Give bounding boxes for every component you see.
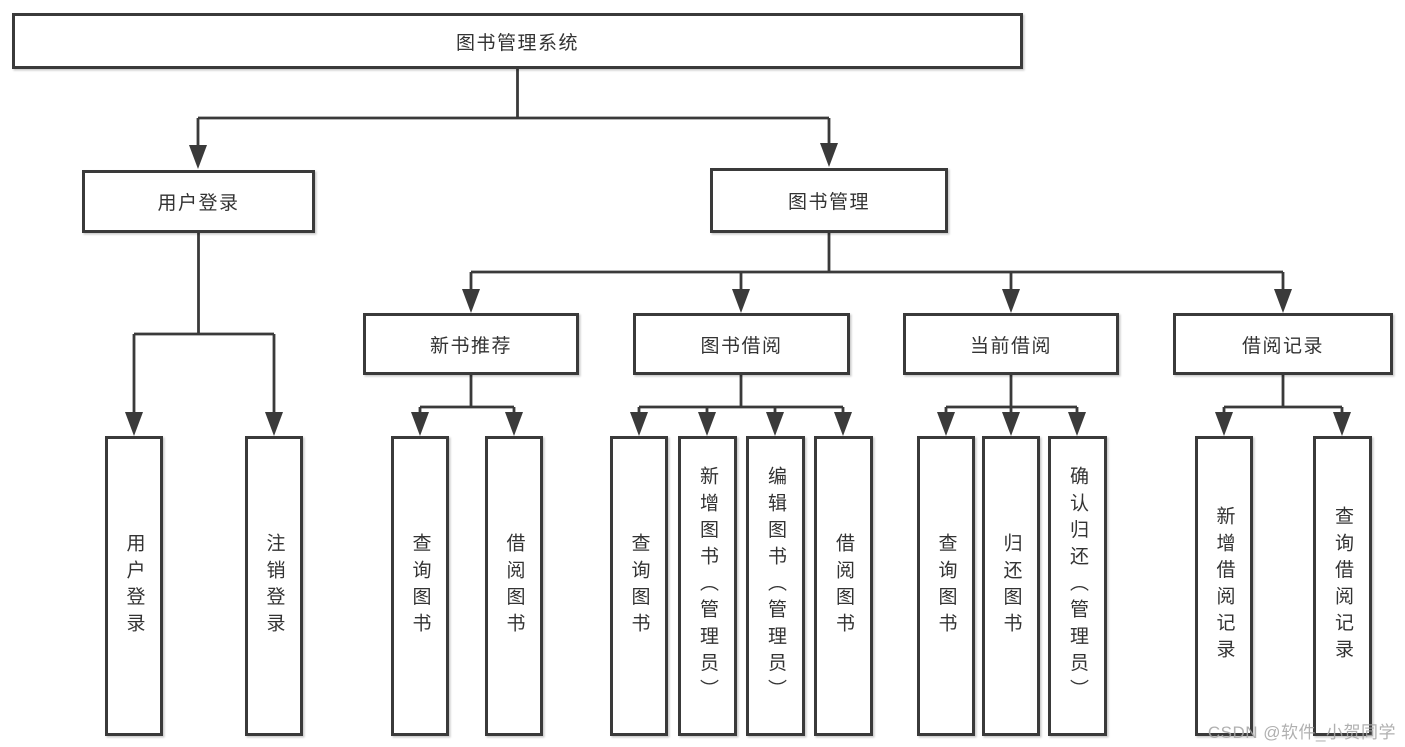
arrowhead [1002,412,1020,436]
connector-root [189,69,838,169]
leaf-query-books-newbook: 查询图书 [391,436,449,736]
csdn-watermark: CSDN @软件_小贺同学 [1207,723,1396,742]
leaf-confirm-return-admin: 确认归还（管理员） [1048,436,1107,736]
node-borrow-records: 借阅记录 [1173,313,1393,375]
node-book-management: 图书管理 [710,168,948,233]
arrowhead [411,412,429,436]
arrowhead [1068,412,1086,436]
leaf-edit-book-admin: 编辑图书（管理员） [746,436,805,736]
leaf-logout: 注销登录 [245,436,303,736]
leaf-borrow-books-newbook: 借阅图书 [485,436,543,736]
leaf-add-borrow-record: 新增借阅记录 [1195,436,1253,736]
arrowhead [937,412,955,436]
connector-new-book [411,375,523,436]
arrowhead [265,412,283,436]
connector-user-login [125,233,283,436]
connector-current-borrow [937,375,1086,436]
leaf-query-books-current: 查询图书 [917,436,975,736]
leaf-add-book-admin: 新增图书（管理员） [678,436,737,736]
leaf-query-borrow-record: 查询借阅记录 [1313,436,1372,736]
leaf-borrow-books: 借阅图书 [814,436,873,736]
arrowhead [732,289,750,313]
connector-book-management [462,233,1292,313]
arrowhead [630,412,648,436]
leaf-user-login: 用户登录 [105,436,163,736]
node-user-login: 用户登录 [82,170,315,233]
leaf-query-books-borrow: 查询图书 [610,436,668,736]
arrowhead [505,412,523,436]
connector-borrow-record [1215,375,1351,436]
arrowhead [462,289,480,313]
arrowhead [766,412,784,436]
arrowhead [125,412,143,436]
node-library-system: 图书管理系统 [12,13,1023,69]
node-book-borrow: 图书借阅 [633,313,850,375]
arrowhead [698,412,716,436]
arrowhead [1333,412,1351,436]
connector-book-borrow [630,375,852,436]
leaf-return-books: 归还图书 [982,436,1040,736]
node-new-book-recommend: 新书推荐 [363,313,579,375]
arrowhead [820,143,838,167]
arrowhead [1274,289,1292,313]
node-current-borrow: 当前借阅 [903,313,1119,375]
arrowhead [189,145,207,169]
arrowhead [1215,412,1233,436]
arrowhead [834,412,852,436]
arrowhead [1002,289,1020,313]
